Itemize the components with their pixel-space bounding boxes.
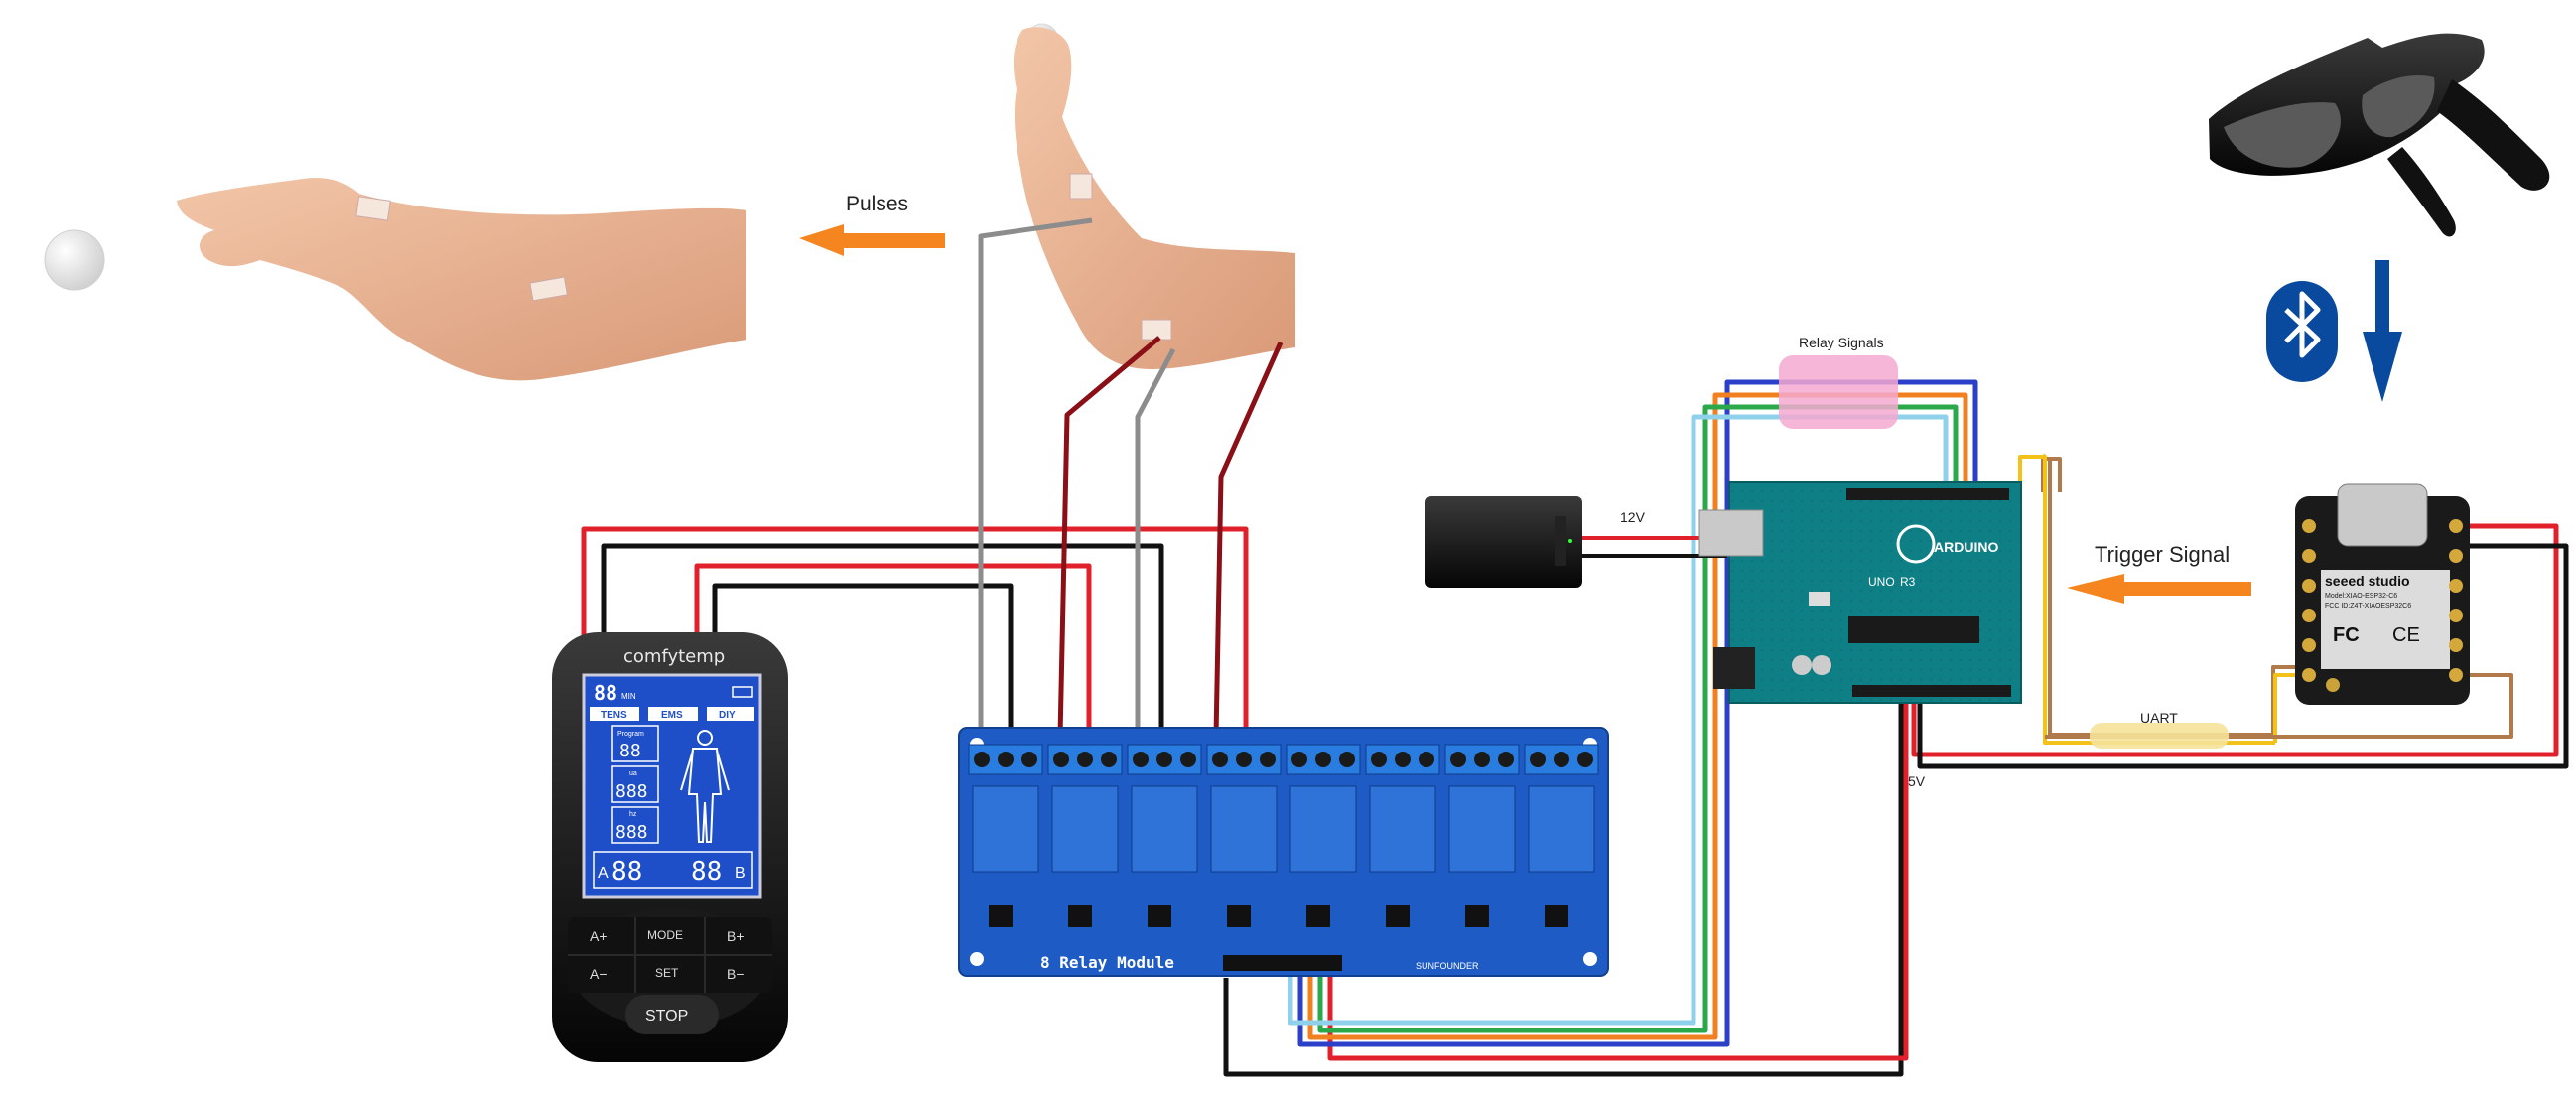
relay-unit <box>1047 744 1123 927</box>
relay-control-header <box>1223 955 1342 971</box>
relay-unit <box>1444 744 1520 927</box>
arm-holding-ball <box>1013 23 1295 369</box>
relay-unit <box>1365 744 1440 927</box>
relay-signals-label: Relay Signals <box>1799 335 1884 350</box>
arduino-brand: ARDUINO <box>1934 539 1998 555</box>
xiao-esp32-board <box>2295 483 2470 705</box>
5v-label: 5V <box>1908 773 1926 789</box>
tens-hz-label: hz <box>629 811 637 818</box>
tens-mode-row <box>590 707 754 721</box>
xiao-model: Model:XIAO-ESP32-C6 <box>2325 593 2397 600</box>
tens-a-minus-label: A− <box>590 966 608 982</box>
relay-module-maker: SUNFOUNDER <box>1416 961 1479 971</box>
xiao-fc-mark: FC <box>2333 624 2360 646</box>
tens-b-minus-label: B− <box>727 966 745 982</box>
tens-program-value: 88 <box>619 741 641 761</box>
uart-label: UART <box>2140 710 2178 726</box>
tens-timer: 88 <box>594 681 617 705</box>
tens-mode-ems: EMS <box>661 710 683 721</box>
relay-unit <box>1524 744 1599 927</box>
relay-unit <box>1127 744 1202 927</box>
relay-unit <box>968 744 1043 927</box>
tens-brand: comfytemp <box>623 646 725 667</box>
relay-unit <box>1206 744 1282 927</box>
relay-signals-highlight <box>1779 355 1898 429</box>
arm-released-ball <box>177 177 746 381</box>
relay-units <box>968 744 1599 927</box>
arduino-uno-board <box>1698 481 2022 704</box>
power-supply <box>1425 496 1582 588</box>
tens-mode-diy: DIY <box>719 710 736 721</box>
tens-b-plus-label: B+ <box>727 928 745 944</box>
xiao-fcc: FCC ID:Z4T-XIAOESP32C6 <box>2325 603 2411 610</box>
xiao-ce-mark: CE <box>2392 624 2420 646</box>
tens-hz-value: 888 <box>615 822 648 843</box>
tens-set-label: SET <box>655 966 679 980</box>
trigger-signal-arrow <box>2067 574 2251 604</box>
tens-a-plus-label: A+ <box>590 928 608 944</box>
tens-mode-label: MODE <box>647 928 683 942</box>
tens-level-value: 888 <box>615 781 648 802</box>
tens-stop-label: STOP <box>645 1008 688 1025</box>
tens-mode-tens: TENS <box>601 710 627 721</box>
trigger-signal-label: Trigger Signal <box>2095 542 2230 567</box>
tens-button-panel <box>568 917 772 1034</box>
tens-timer-unit: MIN <box>621 692 636 701</box>
ball <box>44 229 105 291</box>
arduino-rev: R3 <box>1900 575 1916 589</box>
tens-channel-b-value: 88 <box>691 857 722 887</box>
relay-unit <box>1286 744 1361 927</box>
tens-body-figure-icon <box>680 730 730 843</box>
tens-program-label: Program <box>617 731 644 738</box>
relay-module-title: 8 Relay Module <box>1040 953 1174 972</box>
tens-level-label: ua <box>629 770 637 777</box>
uart-highlight <box>2090 723 2229 749</box>
tens-channel-a: A <box>598 865 609 882</box>
smart-glasses-icon <box>2209 33 2550 237</box>
bluetooth-icon <box>2266 281 2338 382</box>
down-arrow-icon <box>2363 260 2402 402</box>
tens-readouts <box>593 725 753 889</box>
pulses-arrow <box>799 224 945 256</box>
xiao-brand: seeed studio <box>2325 573 2410 589</box>
pulses-label: Pulses <box>846 193 908 215</box>
tens-channel-b: B <box>735 865 746 882</box>
tens-channel-a-value: 88 <box>611 857 642 887</box>
12v-label: 12V <box>1620 509 1646 525</box>
wires <box>581 217 2569 1077</box>
arduino-model: UNO <box>1868 575 1895 589</box>
battery-icon <box>732 686 753 698</box>
